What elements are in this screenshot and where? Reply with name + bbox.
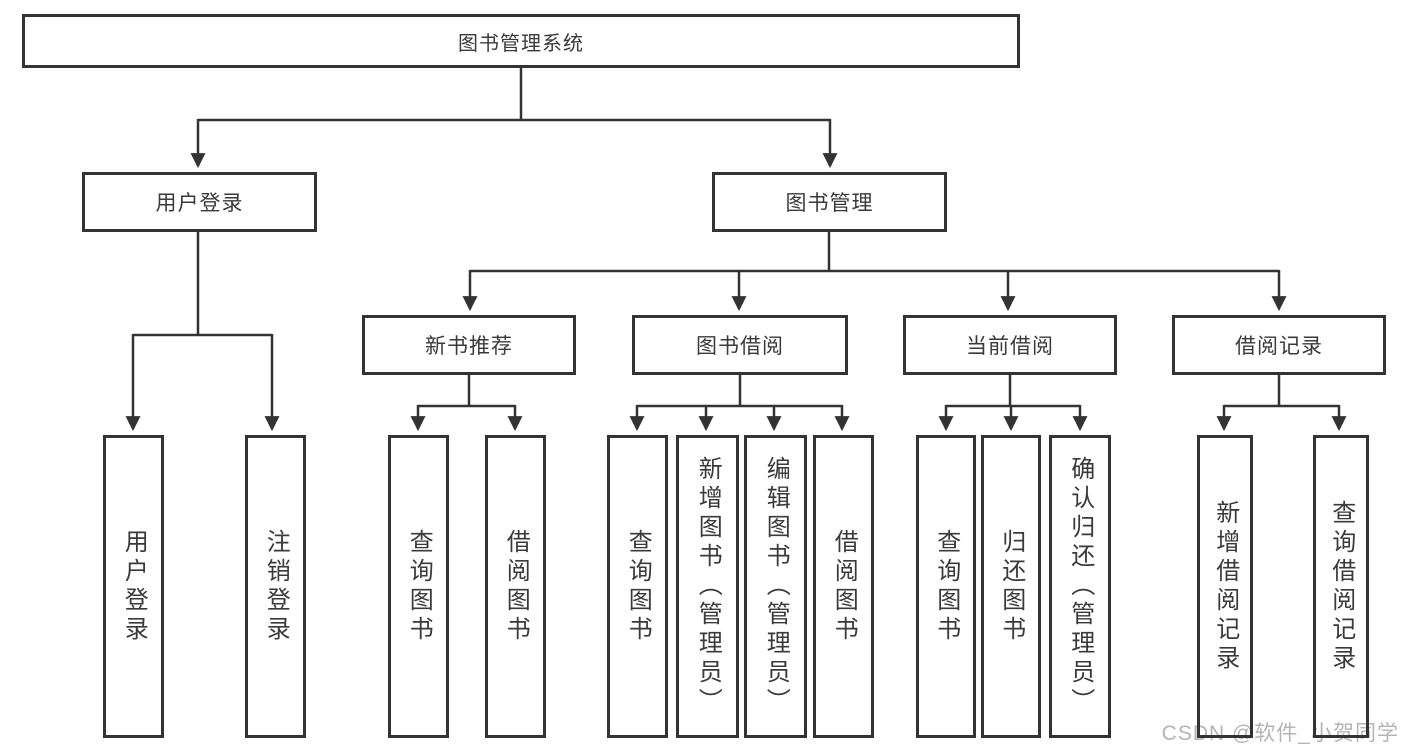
- leaf-edit-book-admin: 编辑图书（管理员）: [744, 435, 807, 738]
- node-borrow-records: 借阅记录: [1172, 315, 1386, 375]
- node-label: 图书借阅: [696, 335, 784, 358]
- node-label: 借阅图书: [830, 528, 858, 645]
- node-label: 编辑图书（管理员）: [762, 456, 790, 717]
- node-label: 注销登录: [262, 528, 290, 645]
- node-label: 查询图书: [932, 528, 960, 645]
- node-new-book-recommend: 新书推荐: [362, 315, 576, 375]
- node-label: 图书管理: [785, 192, 874, 215]
- node-label: 新书推荐: [425, 335, 513, 358]
- node-label: 用户登录: [155, 192, 244, 215]
- node-label: 图书管理系统: [458, 32, 584, 55]
- node-label: 当前借阅: [966, 335, 1054, 358]
- leaf-add-borrow-record: 新增借阅记录: [1197, 435, 1253, 738]
- node-label: 新增借阅记录: [1211, 499, 1239, 674]
- leaf-user-login: 用户登录: [103, 435, 164, 738]
- node-user-login: 用户登录: [82, 172, 317, 232]
- node-library-management-system: 图书管理系统: [22, 14, 1020, 68]
- node-label: 确认归还（管理员）: [1066, 456, 1094, 717]
- node-current-borrowing: 当前借阅: [903, 315, 1117, 375]
- node-label: 归还图书: [997, 528, 1025, 645]
- node-label: 查询图书: [624, 528, 652, 645]
- node-book-borrowing: 图书借阅: [632, 315, 848, 375]
- leaf-logout: 注销登录: [245, 435, 306, 738]
- leaf-query-books-2: 查询图书: [607, 435, 668, 738]
- csdn-watermark: CSDN @软件_小贺同学: [1161, 722, 1399, 745]
- leaf-borrow-books-1: 借阅图书: [485, 435, 546, 738]
- leaf-query-borrow-record: 查询借阅记录: [1313, 435, 1369, 738]
- leaf-query-books-3: 查询图书: [916, 435, 976, 738]
- leaf-confirm-return-admin: 确认归还（管理员）: [1049, 435, 1111, 738]
- leaf-add-book-admin: 新增图书（管理员）: [676, 435, 739, 738]
- leaf-borrow-books-2: 借阅图书: [813, 435, 874, 738]
- leaf-query-books-1: 查询图书: [388, 435, 449, 738]
- node-label: 借阅记录: [1235, 335, 1323, 358]
- node-label: 用户登录: [120, 528, 148, 645]
- node-label: 借阅图书: [502, 528, 530, 645]
- node-label: 查询借阅记录: [1327, 499, 1355, 674]
- node-label: 查询图书: [405, 528, 433, 645]
- node-book-management: 图书管理: [712, 172, 947, 232]
- node-label: 新增图书（管理员）: [694, 456, 722, 717]
- leaf-return-book: 归还图书: [981, 435, 1041, 738]
